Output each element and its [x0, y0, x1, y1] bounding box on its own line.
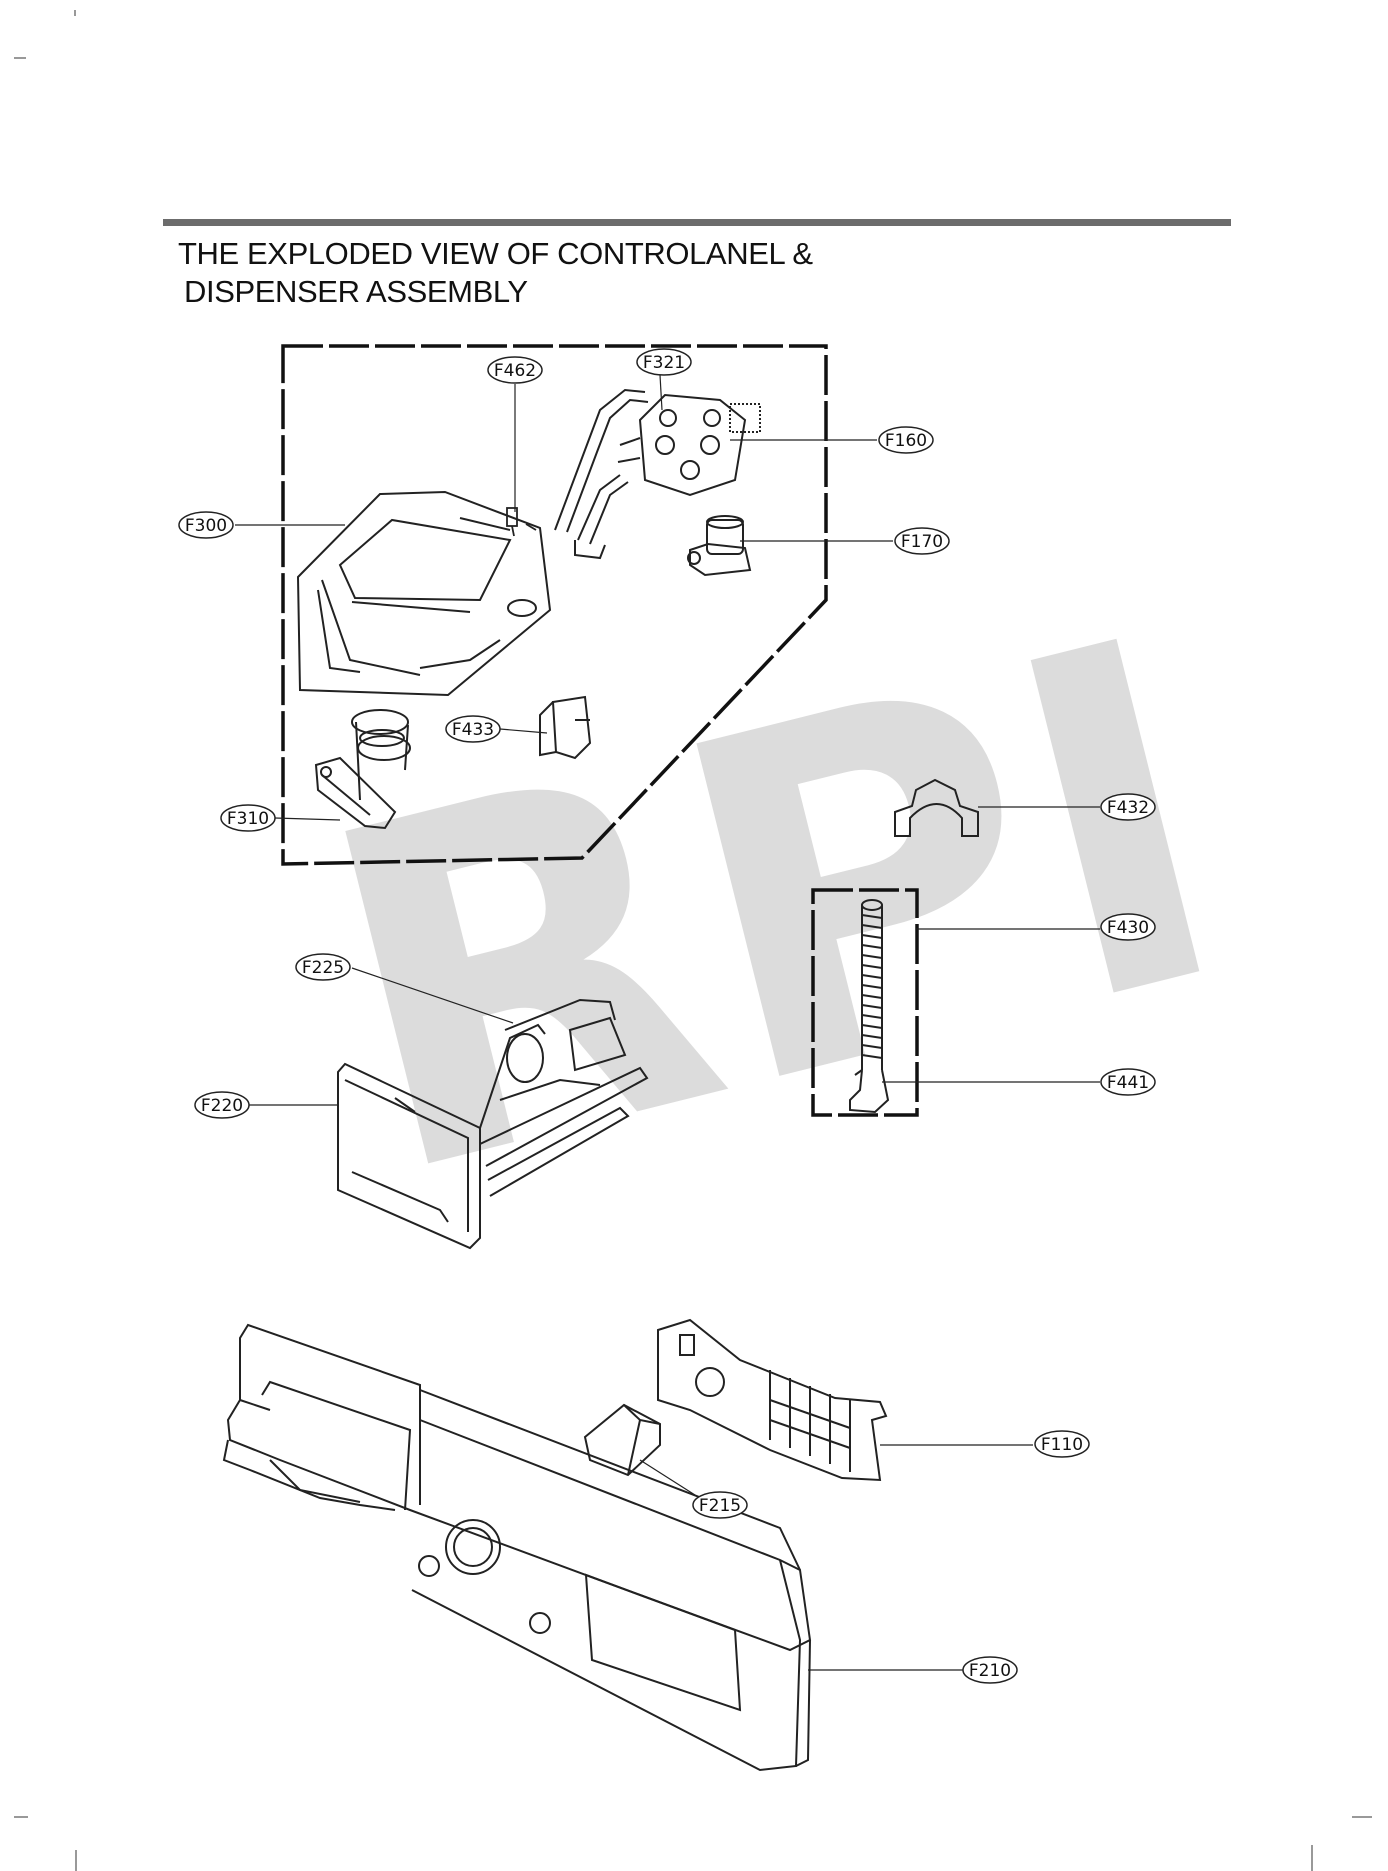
clamp-part	[506, 507, 537, 537]
dispenser-group-outline	[281, 344, 828, 866]
label-F432: F432	[1107, 798, 1149, 818]
label-F462: F462	[494, 361, 536, 381]
label-F441: F441	[1107, 1073, 1149, 1093]
page-title-line-2: DISPENSER ASSEMBLY	[184, 274, 528, 309]
label-F170: F170	[901, 532, 943, 552]
watermark-rpi: RPI	[281, 538, 1268, 1282]
label-F110: F110	[1041, 1435, 1083, 1455]
label-F225: F225	[302, 958, 344, 978]
label-F430: F430	[1107, 918, 1149, 938]
inlet-valve-part	[617, 393, 761, 497]
dispenser-housing-part	[296, 490, 552, 697]
drain-hose-group-outline	[811, 888, 919, 1117]
knob-part	[583, 1403, 661, 1477]
crop-marks	[14, 10, 1372, 1871]
dispenser-drawer-part	[337, 998, 649, 1250]
title-rule	[163, 219, 1231, 226]
control-pcb-part	[657, 1318, 888, 1482]
dispenser-bellows-part	[314, 709, 411, 830]
callout-labels: F462 F321 F160 F300 F170 F433 F310 F432 …	[185, 353, 1149, 1681]
single-valve-part	[687, 515, 752, 577]
label-F433: F433	[452, 720, 494, 740]
leader-lines	[235, 374, 1100, 1671]
drain-hook-part	[894, 778, 979, 837]
label-F321: F321	[643, 353, 685, 373]
svg-text:RPI: RPI	[281, 538, 1268, 1282]
inlet-hose-part	[554, 388, 649, 560]
control-panel-part	[222, 1323, 812, 1772]
label-F300: F300	[185, 516, 227, 536]
label-F220: F220	[201, 1096, 243, 1116]
latch-part	[539, 695, 592, 760]
callout-ovals	[178, 348, 1156, 1684]
label-F310: F310	[227, 809, 269, 829]
drain-hose-part	[849, 899, 890, 1114]
label-F160: F160	[885, 431, 927, 451]
page-title-line-1: THE EXPLODED VIEW OF CONTROLANEL &	[178, 236, 813, 271]
label-F210: F210	[969, 1661, 1011, 1681]
label-F215: F215	[699, 1496, 741, 1516]
